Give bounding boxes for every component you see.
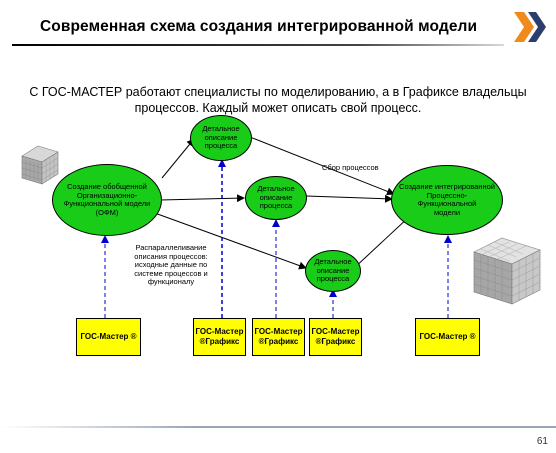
tool-gos-master-grafiks-3[interactable]: ГОС-Мастер ®Графикс — [309, 318, 362, 356]
tool-gos-master-grafiks-2[interactable]: ГОС-Мастер ®Графикс — [252, 318, 305, 356]
chevron-logo-icon — [514, 12, 546, 42]
node-detail-bottom[interactable]: Детальное описание процесса — [305, 250, 361, 292]
arrow-detail-top-to-integrated — [249, 136, 395, 196]
cube-cluster-small-icon — [21, 145, 59, 185]
tool-gos-master-grafiks-1[interactable]: ГОС-Мастер ®Графикс — [193, 318, 246, 356]
slide-title: Современная схема создания интегрированн… — [40, 18, 478, 35]
node-detail-mid[interactable]: Детальное описание процесса — [245, 176, 307, 220]
node-integrated-model[interactable]: Создание интегрированной Процессно-Функц… — [391, 165, 503, 235]
title-underline — [12, 44, 504, 46]
node-ofm[interactable]: Создание обобщенной Организационно- Функ… — [52, 164, 162, 236]
node-detail-top[interactable]: Детальное описание процесса — [190, 115, 252, 161]
arrow-ofm-to-detail-top — [161, 138, 195, 179]
tool-gos-master-right[interactable]: ГОС-Мастер ® — [415, 318, 480, 356]
arrow-detail-bottom-to-integrated — [351, 215, 411, 271]
arrow-ofm-to-detail-bottom — [151, 211, 307, 270]
label-collect-processes: Сбор процессов — [322, 163, 379, 172]
tool-gos-master-left[interactable]: ГОС-Мастер ® — [76, 318, 141, 356]
cube-cluster-large-icon — [473, 237, 541, 305]
arrow-detail-mid-to-integrated — [305, 194, 393, 203]
footer-divider — [0, 426, 556, 428]
arrow-ofm-to-detail-mid — [159, 194, 245, 203]
intro-text: С ГОС-МАСТЕР работают специалисты по мод… — [29, 85, 527, 115]
page-number: 61 — [536, 436, 548, 447]
label-parallelization: Распараллеливание описания процессов: ис… — [134, 243, 208, 286]
